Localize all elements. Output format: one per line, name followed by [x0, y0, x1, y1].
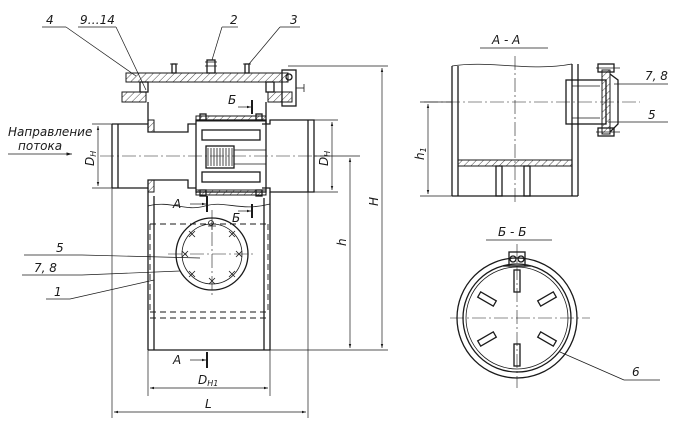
dim-l: L — [111, 188, 309, 418]
svg-text:2: 2 — [230, 13, 238, 27]
inlet-nozzle-top — [112, 123, 196, 133]
dim-h: h — [270, 155, 360, 351]
section-bb-title: Б - Б — [498, 225, 526, 239]
upper-flange-left — [121, 91, 147, 103]
lower-body — [147, 188, 271, 351]
flow-direction: Направление потока — [8, 125, 92, 156]
section-b-label-top: Б — [228, 93, 236, 107]
svg-text:9…14: 9…14 — [80, 13, 115, 27]
svg-text:h1: h1 — [413, 147, 428, 160]
callout-2: 2 — [211, 13, 238, 61]
svg-text:H: H — [367, 197, 381, 206]
svg-text:h: h — [335, 238, 349, 246]
dim-dn1: DН1 — [147, 350, 271, 396]
dim-H: H — [288, 65, 388, 351]
callout-7-8: 7, 8 — [22, 261, 181, 276]
flow-label-line2: потока — [18, 139, 62, 153]
dim-dn-left: DН — [83, 123, 112, 189]
svg-text:DН1: DН1 — [198, 373, 218, 388]
inspection-hatch — [168, 210, 256, 298]
section-a-label-top: А — [172, 197, 181, 211]
filter-cartridge — [195, 113, 267, 197]
callout-right-5: 5 — [608, 108, 668, 123]
svg-text:7, 8: 7, 8 — [645, 69, 668, 83]
section-a-mark: А А — [172, 196, 208, 368]
callout-9-14: 9…14 — [78, 13, 147, 91]
callout-4: 4 — [42, 13, 137, 77]
svg-text:3: 3 — [290, 13, 298, 27]
callout-6: 6 — [559, 351, 660, 381]
cover-bolts — [170, 59, 251, 74]
cover-plate — [125, 72, 289, 83]
upper-flange-right — [267, 91, 293, 103]
callout-5: 5 — [24, 241, 201, 259]
section-a-label-bottom: А — [172, 353, 181, 367]
main-view: А А Б Б Направление потока DН — [8, 13, 388, 418]
svg-text:7, 8: 7, 8 — [34, 261, 57, 275]
inlet-nozzle-bottom — [112, 179, 196, 189]
section-b-label-bottom: Б — [232, 211, 240, 225]
callout-3: 3 — [248, 13, 300, 65]
svg-text:DН: DН — [317, 151, 332, 166]
svg-text:6: 6 — [632, 365, 640, 379]
flow-label-line1: Направление — [8, 125, 92, 139]
svg-text:4: 4 — [46, 13, 54, 27]
lug — [503, 251, 531, 267]
section-bb-view: Б - Б 6 — [450, 225, 660, 388]
svg-text:5: 5 — [648, 108, 656, 122]
svg-text:1: 1 — [54, 285, 62, 299]
svg-text:5: 5 — [56, 241, 64, 255]
svg-text:DН: DН — [83, 151, 98, 166]
section-aa-title: А - А — [491, 33, 520, 47]
ribs — [476, 269, 558, 367]
section-aa-view: А - А h1 7, 8 — [413, 33, 668, 204]
section-b-mark: Б Б — [228, 93, 253, 225]
callout-1: 1 — [46, 279, 155, 300]
callout-right-7-8: 7, 8 — [614, 69, 668, 85]
svg-text:L: L — [205, 397, 212, 411]
